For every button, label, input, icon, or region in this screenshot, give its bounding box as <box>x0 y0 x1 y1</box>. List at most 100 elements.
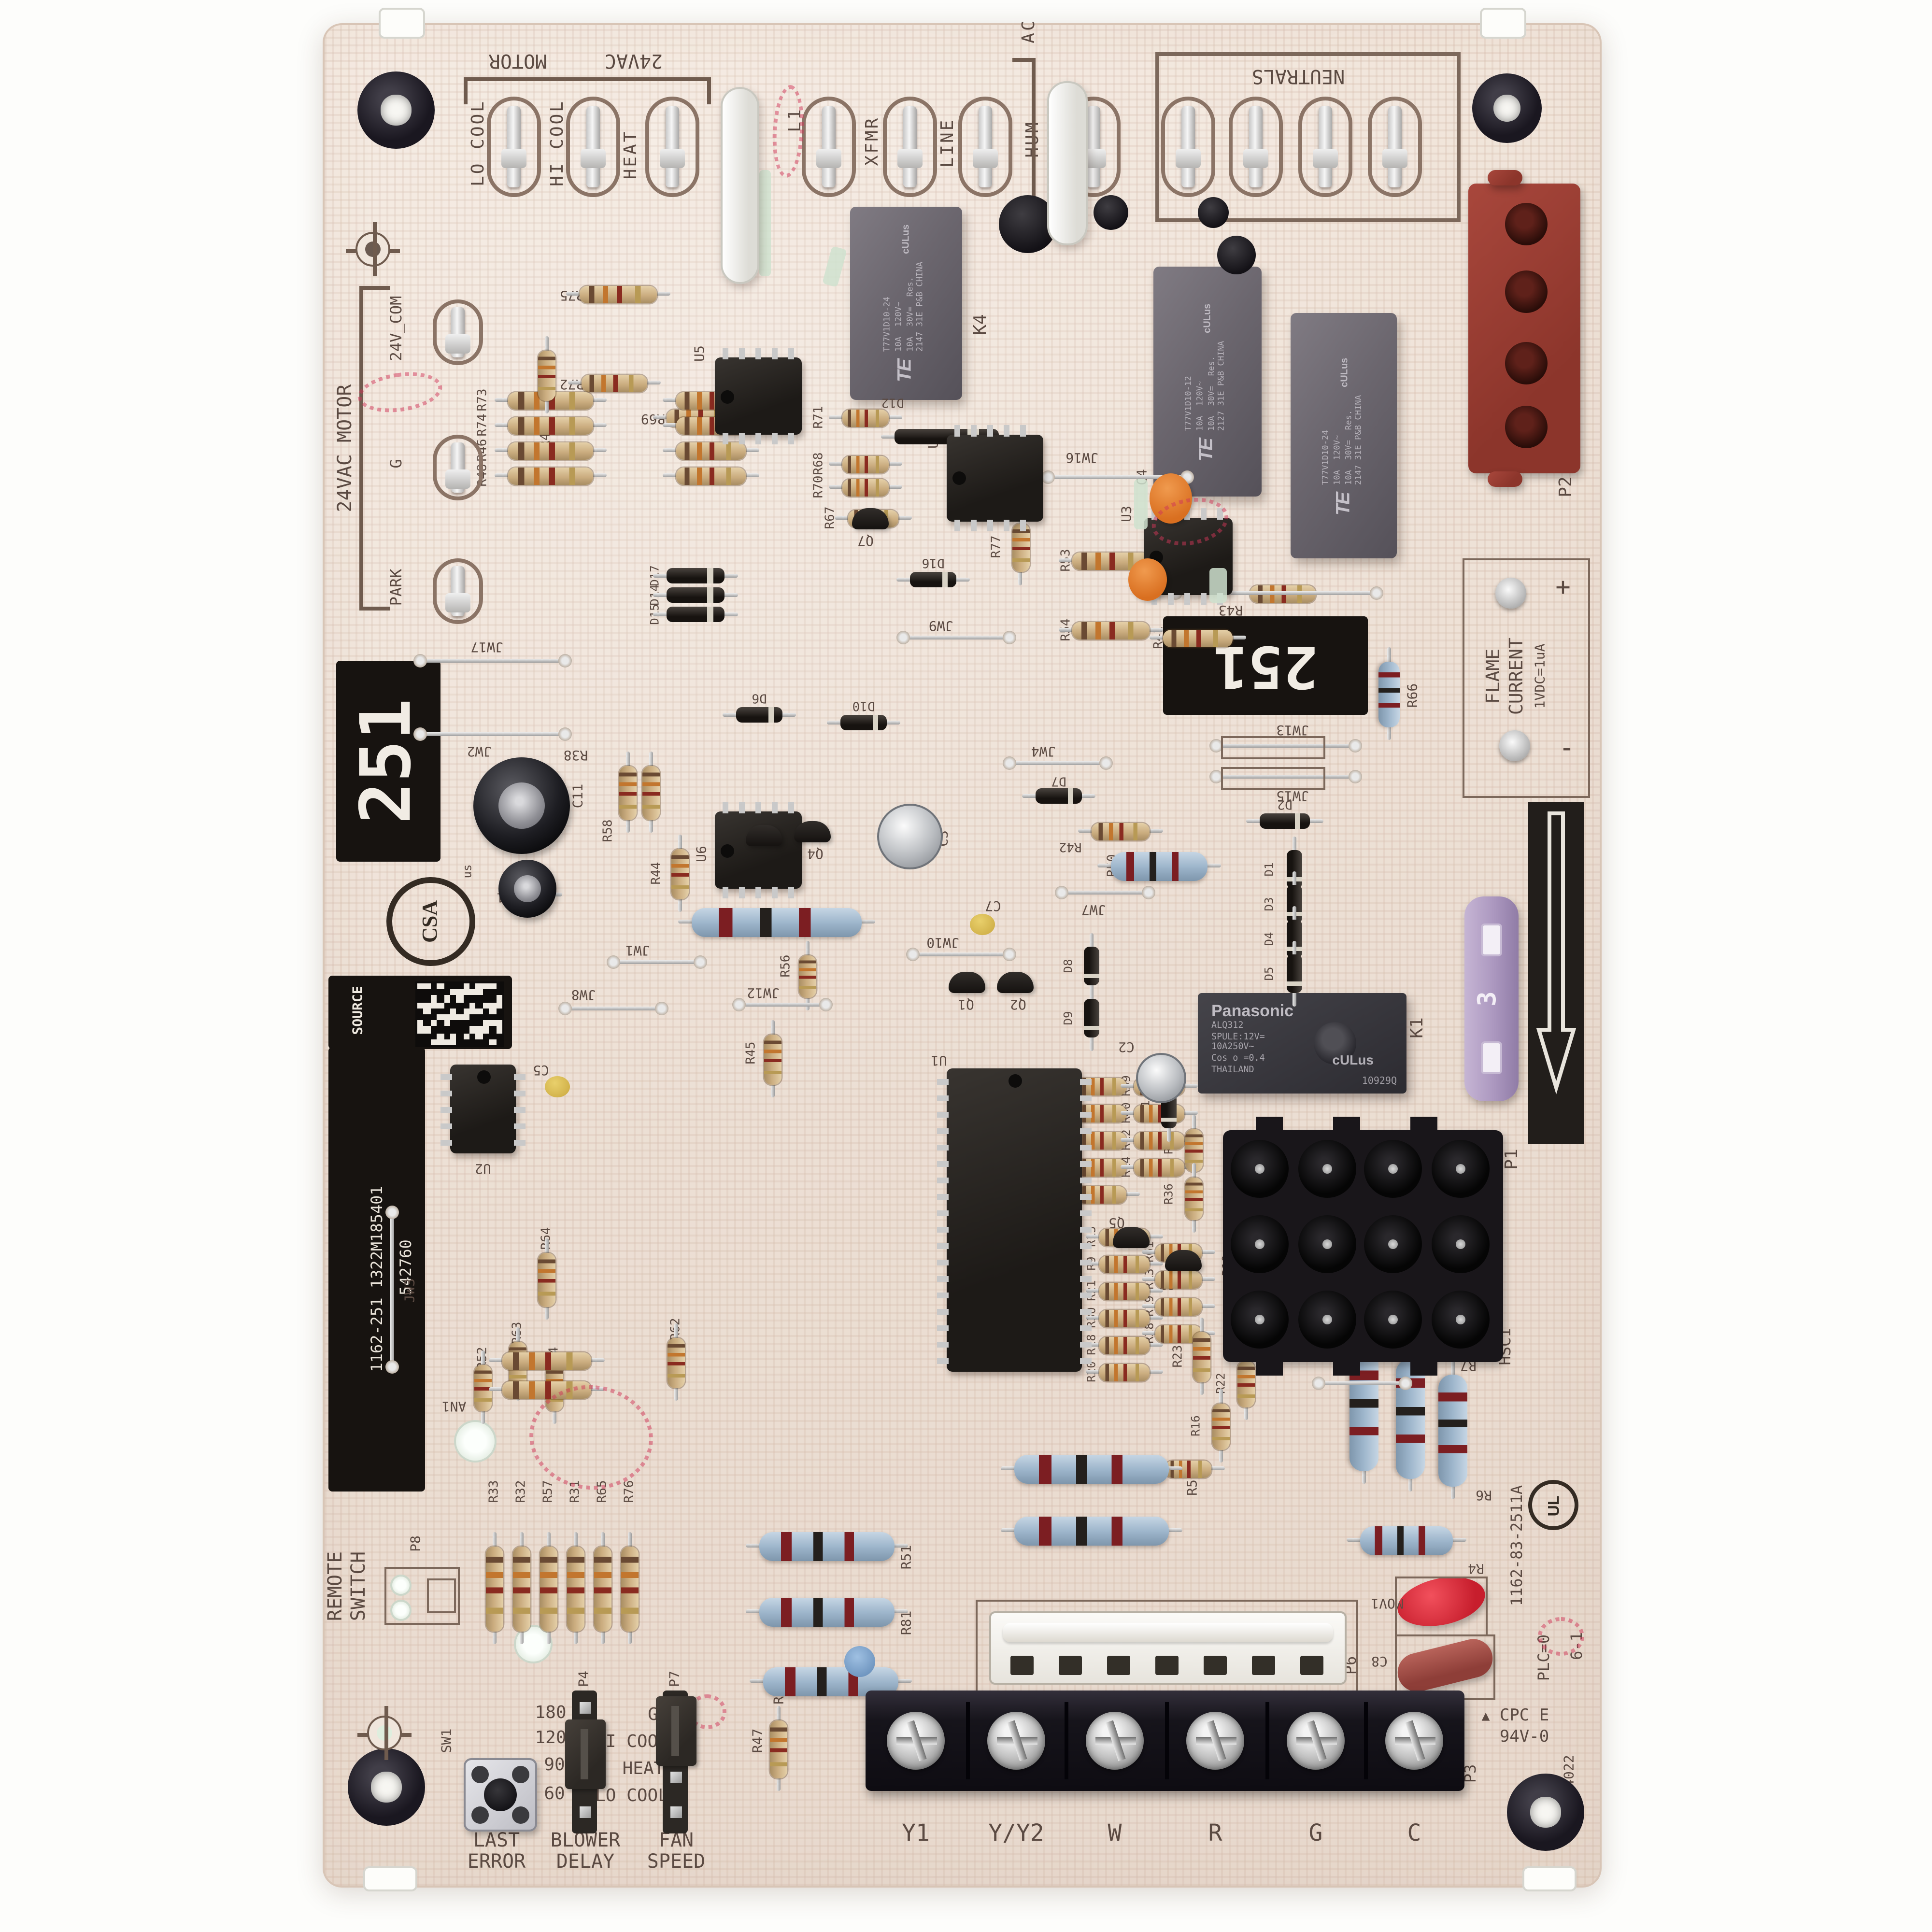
silk-label-jw8: JW8 <box>571 986 596 1002</box>
te-logo: TE <box>895 359 917 383</box>
sw1-corner <box>512 1806 529 1824</box>
capacitor-blue-disc <box>844 1646 875 1677</box>
electrolytic-capacitor <box>473 757 570 854</box>
arrow-bar <box>1528 802 1584 1144</box>
silk-label-speed: SPEED <box>647 1852 706 1874</box>
ic-pins <box>440 1072 452 1146</box>
silk-label-d3: D3 <box>1263 897 1277 911</box>
resistor <box>502 1380 591 1398</box>
qr-module <box>463 989 470 996</box>
qr-module <box>450 1008 457 1014</box>
jumper-cap <box>655 1696 696 1766</box>
qr-module <box>417 1026 424 1033</box>
qr-module <box>483 1002 489 1009</box>
p6-slot <box>1059 1656 1082 1675</box>
fiducial-dot <box>365 242 381 257</box>
terminal-screw <box>1385 1712 1443 1770</box>
silk-label-source: SOURCE <box>350 986 366 1035</box>
power-resistor <box>1378 661 1400 726</box>
silk-label-d10: D10 <box>852 698 875 714</box>
transistor-to92 <box>996 972 1033 993</box>
qr-module <box>496 995 502 1002</box>
relay-k1-model: ALQ312 <box>1211 1022 1244 1032</box>
relay-k1-rating: 10A250V~ <box>1211 1044 1254 1054</box>
jumper-wire <box>570 1007 657 1011</box>
te-logo: TE <box>1333 492 1354 515</box>
spade-terminal <box>1368 97 1422 197</box>
silk-label-r32: R32 <box>513 1480 529 1503</box>
qr-module <box>417 1020 424 1027</box>
fuse-3a <box>1464 896 1519 1101</box>
resistor <box>508 441 593 459</box>
flame-current-box <box>1463 558 1590 798</box>
relay-k2-print: TE T77V1D10-12 10A 120V~ 10A 30V= Res. 2… <box>1185 303 1230 461</box>
qr-module <box>489 1039 496 1045</box>
silk-label-▲: ▲ <box>1481 1708 1490 1724</box>
qr-module <box>469 1008 476 1014</box>
resistor <box>513 1546 530 1631</box>
ic-chip <box>947 1068 1082 1372</box>
resistor <box>594 1546 611 1631</box>
relay-k1-coil: SPULE:12V= <box>1211 1033 1265 1043</box>
spade-tab <box>1382 107 1407 187</box>
resistor <box>668 1337 685 1387</box>
silk-label-d9: D9 <box>1062 1011 1076 1025</box>
silk-label-d6: D6 <box>752 690 767 706</box>
silk-label-u2: U2 <box>475 1160 491 1176</box>
source-label-bar <box>328 1047 425 1492</box>
qr-module <box>476 983 483 990</box>
silk-label-r23: R23 <box>1170 1345 1186 1368</box>
sw1-button <box>484 1778 517 1811</box>
qr-module <box>450 1039 457 1045</box>
diode <box>667 568 724 583</box>
diode <box>1287 954 1302 993</box>
jumper-cap <box>564 1719 605 1789</box>
qr-module <box>417 1002 424 1009</box>
silk-label-94v-0: 94V-0 <box>1499 1728 1549 1748</box>
transistor-to92 <box>1112 1227 1149 1248</box>
csa-logo-text: CSA <box>419 900 442 943</box>
qr-module <box>489 1008 496 1014</box>
header-pin <box>579 1806 590 1818</box>
silk-label-c2: C2 <box>1118 1038 1135 1054</box>
jumper-wire <box>908 636 1005 640</box>
black-dome-component <box>1198 197 1229 228</box>
relay-k1-dimple <box>1314 1021 1357 1064</box>
silk-label-p7: P7 <box>667 1671 683 1687</box>
resistor <box>1193 1331 1210 1381</box>
p8-hole <box>390 1600 412 1621</box>
qr-code <box>415 981 504 1047</box>
p1-tab <box>1256 1360 1283 1376</box>
diode <box>667 587 724 603</box>
qr-module <box>424 1026 431 1033</box>
p6-slot <box>1107 1656 1130 1675</box>
spade-terminal <box>433 558 483 624</box>
spade-terminal <box>645 97 699 197</box>
silk-label-r4: R4 <box>1468 1560 1484 1576</box>
p3-divider <box>966 1702 970 1779</box>
p3-divider <box>1265 1702 1269 1779</box>
silk-label-jw2: JW2 <box>467 743 492 759</box>
diode <box>910 572 956 587</box>
p2-pin-socket <box>1505 203 1548 245</box>
silk-label-d8: D8 <box>1062 959 1076 973</box>
capacitor-orange-disc <box>1150 473 1192 524</box>
csa-logo: CSA <box>386 877 475 966</box>
sw1-corner <box>471 1766 489 1783</box>
plated-trace <box>1134 479 1148 529</box>
silk-label-motor: MOTOR <box>488 49 547 70</box>
spade-tab <box>581 107 606 187</box>
resistor <box>538 1252 555 1306</box>
spade-terminal <box>433 435 483 500</box>
bracket-24vac-motor-top <box>464 77 711 104</box>
silk-label-3: 3 <box>1474 991 1504 1007</box>
terminal-screw <box>987 1712 1045 1770</box>
qr-module <box>430 1020 437 1027</box>
terminal-screw <box>887 1712 945 1770</box>
silk-label-y-y2: Y/Y2 <box>988 1819 1044 1847</box>
ic-pins <box>723 802 794 813</box>
silk-label-r77: R77 <box>988 535 1004 558</box>
spade-tab <box>897 107 923 187</box>
spade-tab <box>501 107 526 187</box>
ic-pins <box>937 1076 949 1364</box>
